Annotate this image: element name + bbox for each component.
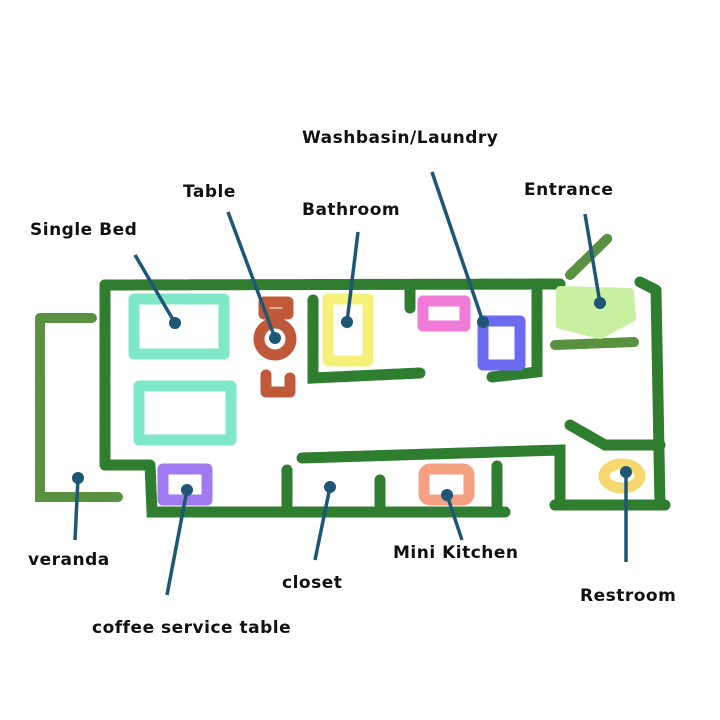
walls	[35, 233, 671, 518]
label-single-bed: Single Bed	[30, 220, 138, 240]
label-veranda: veranda	[28, 550, 110, 570]
leader-mini-kitchen	[445, 494, 464, 541]
veranda-wall	[35, 313, 123, 502]
label-restroom: Restroom	[580, 586, 677, 606]
leader-coffee	[165, 489, 189, 596]
laundry	[477, 315, 526, 371]
label-table: Table	[183, 182, 236, 202]
label-mini-kitchen: Mini Kitchen	[393, 543, 519, 563]
bathroom-wall	[307, 294, 426, 384]
leader-dot	[341, 316, 353, 328]
washbasin	[417, 295, 471, 332]
leader-closet	[313, 486, 332, 561]
label-bathroom: Bathroom	[302, 200, 401, 220]
leader-washbasin	[430, 171, 485, 323]
leader-table	[226, 211, 277, 339]
leader-dot	[594, 297, 606, 309]
entrance-door	[565, 233, 613, 280]
leader-bathroom	[345, 231, 360, 323]
washbasin-wall-right	[486, 282, 543, 383]
entrance-mat	[556, 286, 636, 339]
left-wall	[99, 279, 511, 518]
table-chair-bottom	[260, 369, 296, 398]
label-closet: closet	[282, 573, 343, 593]
top-wall	[99, 278, 566, 291]
leader-single-bed	[133, 254, 177, 324]
label-washbasin-laundry: Washbasin/Laundry	[302, 128, 499, 148]
leader-veranda	[73, 477, 80, 541]
label-coffee-service-table: coffee service table	[92, 618, 292, 638]
label-entrance: Entrance	[524, 180, 614, 200]
right-wall	[634, 276, 666, 511]
table-shape	[253, 317, 297, 361]
leader-entrance	[583, 213, 602, 304]
corridor-wall	[296, 444, 566, 511]
leader-dot	[324, 481, 336, 493]
toilet	[598, 458, 646, 494]
bathtub	[322, 293, 374, 367]
single-bed-1	[128, 293, 230, 360]
single-bed-2	[133, 380, 237, 446]
entrance-inner-wall	[550, 337, 640, 350]
leader-dot	[620, 466, 632, 478]
leader-dot	[169, 317, 181, 329]
leader-dot	[181, 484, 193, 496]
leader-dot	[72, 472, 84, 484]
leader-dot	[441, 489, 453, 501]
leader-dot	[269, 332, 281, 344]
table-chair-top	[258, 296, 294, 320]
restroom-door	[564, 419, 666, 451]
leader-dot	[477, 316, 489, 328]
leader-lines	[72, 171, 632, 596]
